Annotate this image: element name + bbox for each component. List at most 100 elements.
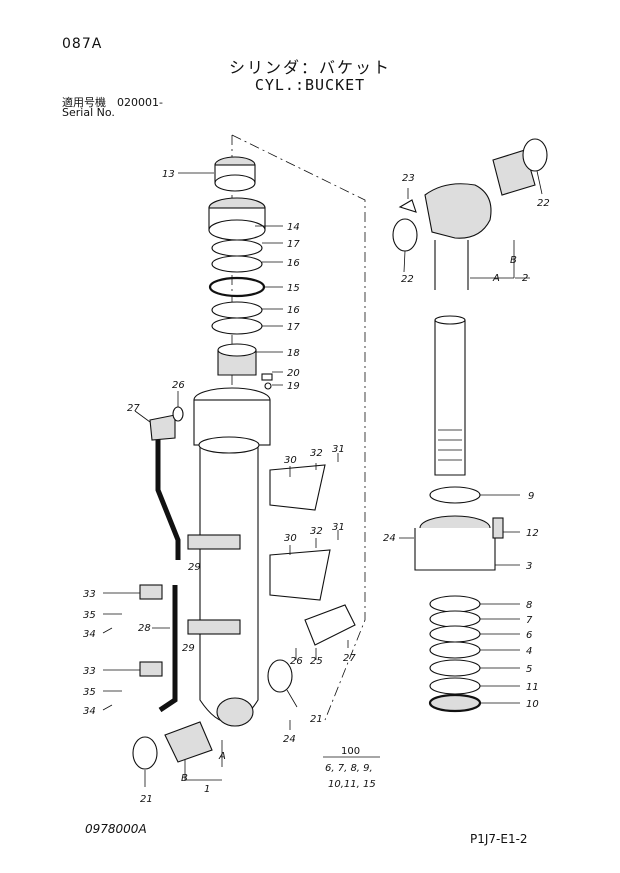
leader-lines — [102, 170, 543, 787]
grease-fitting-23 — [398, 199, 417, 213]
screw-12 — [492, 517, 504, 539]
ring-7 — [429, 610, 481, 628]
callout-14: 14 — [287, 222, 300, 233]
tube-eye — [216, 697, 254, 727]
callout-B-left: B — [181, 773, 188, 784]
rod-upper — [434, 240, 469, 290]
title-english: CYL.:BUCKET — [254, 76, 366, 94]
callout-35b: 35 — [83, 687, 96, 698]
callout-19: 19 — [287, 381, 300, 392]
ring-16b — [211, 301, 263, 319]
clamp-30a — [269, 464, 326, 511]
callout-34a: 34 — [83, 629, 96, 640]
serial-label-english: Serial No. — [62, 106, 115, 119]
callout-2: 2 — [522, 273, 528, 284]
callout-21b: 21 — [140, 794, 153, 805]
callout-27a: 27 — [127, 403, 140, 414]
pipe-28 — [158, 585, 178, 713]
callout-28: 28 — [138, 623, 151, 634]
callout-17a: 17 — [287, 239, 300, 250]
nut-18-top — [217, 343, 257, 357]
callout-7: 7 — [526, 615, 533, 626]
clamp-29a — [187, 534, 241, 550]
cylinder-tube-1 — [193, 387, 271, 727]
callout-21a: 21 — [310, 714, 323, 725]
ring-22b — [392, 218, 418, 252]
callout-10: 10 — [526, 699, 539, 710]
callout-labels: 13 14 17 16 15 16 17 18 20 19 26 27 30 3… — [83, 169, 550, 805]
ring-6 — [429, 625, 481, 643]
o-ring-26a — [172, 406, 184, 422]
ball-19 — [264, 382, 272, 390]
kit-line-2: 10,11, 15 — [328, 779, 376, 790]
callout-13: 13 — [162, 169, 175, 180]
tube-neck — [198, 436, 260, 454]
callout-30b: 30 — [284, 533, 297, 544]
ring-16a — [211, 255, 263, 273]
ring-21b — [132, 736, 158, 770]
callout-18: 18 — [287, 348, 300, 359]
callout-34b: 34 — [83, 706, 96, 717]
pipe-and-clamps — [132, 406, 356, 770]
gland-14-bottom — [208, 219, 266, 241]
block-33a — [139, 584, 163, 600]
callout-100: 100 — [341, 746, 360, 757]
piston-rod-2 — [392, 138, 548, 476]
kit-line-1: 6, 7, 8, 9, — [325, 763, 373, 774]
page-reference: P1J7-E1-2 — [470, 832, 528, 846]
rod-break — [434, 315, 466, 325]
callout-20: 20 — [287, 368, 300, 379]
ring-17b — [211, 317, 263, 335]
ring-8 — [429, 595, 481, 613]
flange-27a — [149, 414, 176, 441]
bushing-B-left — [164, 721, 213, 763]
piston-3-body — [414, 528, 496, 571]
document-number: 0978000A — [85, 822, 147, 836]
callout-8: 8 — [526, 600, 532, 611]
ring-22a — [522, 138, 548, 172]
left-seal-stack — [208, 156, 273, 390]
callout-6: 6 — [526, 630, 532, 641]
tube-body — [199, 445, 259, 724]
callout-9: 9 — [528, 491, 534, 502]
callout-32a: 32 — [310, 448, 323, 459]
rod-lower — [434, 320, 466, 476]
serial-label-japanese: 適用号機 020001- — [62, 96, 163, 109]
ring-21a — [267, 659, 293, 693]
callout-24a: 24 — [283, 734, 296, 745]
callout-23: 23 — [402, 173, 415, 184]
callout-B-right: B — [510, 255, 517, 266]
title-japanese: シリンダ：バケット — [228, 58, 391, 77]
callout-11: 11 — [526, 682, 539, 693]
dust-seal-13-bottom — [214, 174, 256, 192]
callout-33b: 33 — [83, 666, 96, 677]
callout-3: 3 — [526, 561, 532, 572]
flange-25 — [304, 604, 356, 646]
callout-16a: 16 — [287, 258, 300, 269]
callout-15: 15 — [287, 283, 300, 294]
callout-22a: 22 — [537, 198, 550, 209]
callout-4: 4 — [526, 646, 532, 657]
callout-29a: 29 — [188, 562, 201, 573]
clamp-30b — [269, 549, 331, 601]
callout-26b: 26 — [290, 656, 303, 667]
set-screw-20 — [261, 373, 273, 381]
callout-22b: 22 — [401, 274, 414, 285]
pipe-26 — [155, 430, 181, 560]
callout-33a: 33 — [83, 589, 96, 600]
callout-16b: 16 — [287, 305, 300, 316]
callout-24b: 24 — [383, 533, 396, 544]
seal-9 — [429, 486, 481, 504]
ring-11 — [429, 677, 481, 695]
ring-4 — [429, 641, 481, 659]
callout-31b: 31 — [332, 522, 345, 533]
block-33b — [139, 661, 163, 677]
callout-31a: 31 — [332, 444, 345, 455]
rod-thread — [438, 429, 462, 461]
callout-26a: 26 — [172, 380, 185, 391]
callout-1: 1 — [204, 784, 210, 795]
ring-10 — [428, 693, 482, 713]
callout-5: 5 — [526, 664, 532, 675]
clamp-29b — [187, 619, 241, 635]
